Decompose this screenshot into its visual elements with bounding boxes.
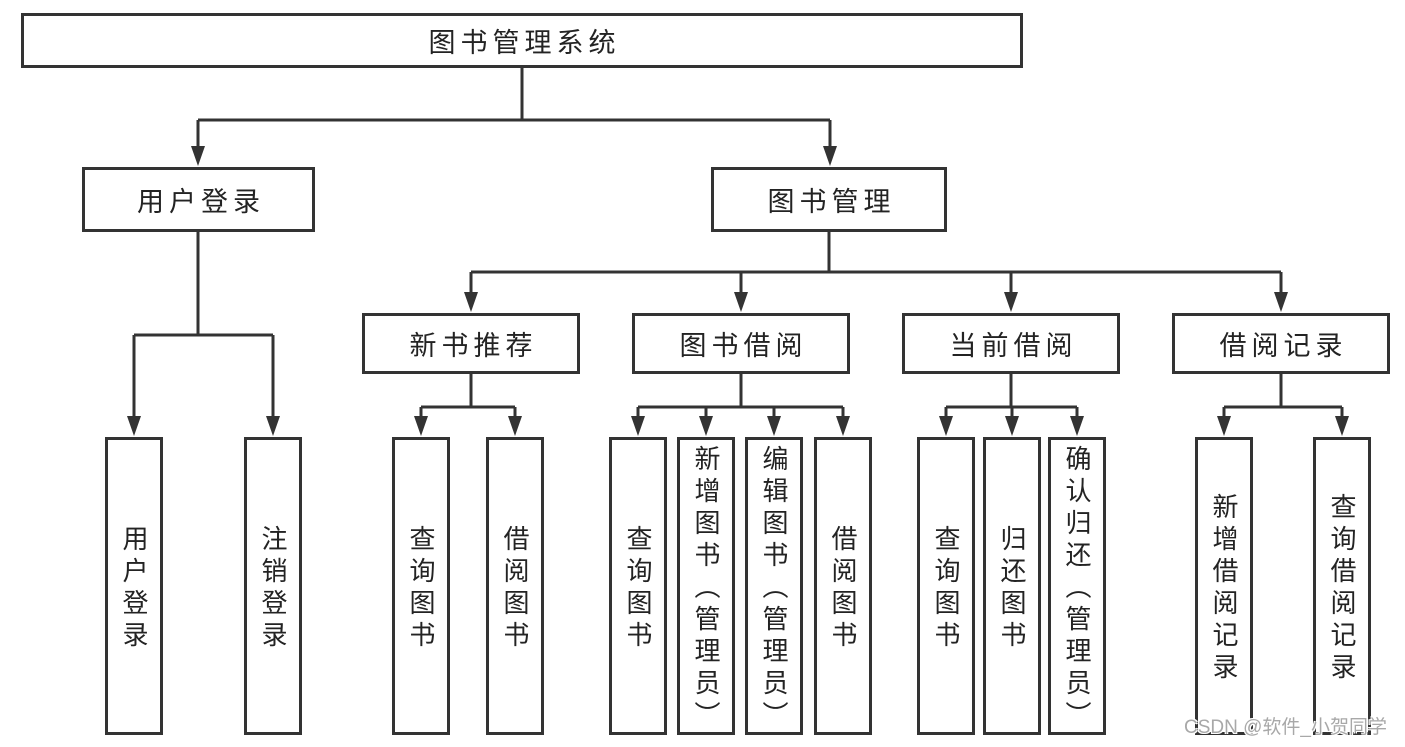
leaf-logout: 注销登录 — [244, 437, 302, 735]
node-book-borrowing: 图书借阅 — [632, 313, 850, 374]
leaf-logout-label: 注销登录 — [258, 525, 288, 653]
leaf-cb-confirm-return-admin-label: 确认归还（管理员） — [1062, 445, 1092, 733]
csdn-watermark: CSDN @软件_小贺同学 — [1184, 717, 1387, 738]
node-borrowing-records: 借阅记录 — [1172, 313, 1390, 374]
leaf-nbr-query-books-label: 查询图书 — [406, 525, 436, 653]
leaf-bb-borrow-books: 借阅图书 — [814, 437, 872, 735]
leaf-user-login-label: 用户登录 — [119, 525, 149, 653]
leaf-bb-edit-books-admin-label: 编辑图书（管理员） — [759, 445, 789, 733]
node-new-book-recommend: 新书推荐 — [362, 313, 580, 374]
leaf-cb-return-books: 归还图书 — [983, 437, 1041, 735]
leaf-br-query-record-label: 查询借阅记录 — [1327, 493, 1357, 685]
node-current-borrowing: 当前借阅 — [902, 313, 1120, 374]
leaf-bb-query-books-label: 查询图书 — [623, 525, 653, 653]
node-root: 图书管理系统 — [21, 13, 1023, 68]
leaf-cb-confirm-return-admin: 确认归还（管理员） — [1048, 437, 1106, 735]
connector-lines — [132, 68, 1344, 421]
leaf-cb-query-books: 查询图书 — [917, 437, 975, 735]
leaf-user-login: 用户登录 — [105, 437, 163, 735]
leaf-nbr-query-books: 查询图书 — [392, 437, 450, 735]
leaf-br-add-record-label: 新增借阅记录 — [1209, 493, 1239, 685]
leaf-bb-edit-books-admin: 编辑图书（管理员） — [745, 437, 803, 735]
leaf-bb-borrow-books-label: 借阅图书 — [828, 525, 858, 653]
leaf-cb-return-books-label: 归还图书 — [997, 525, 1027, 653]
leaf-br-query-record: 查询借阅记录 — [1313, 437, 1371, 735]
leaf-nbr-borrow-books: 借阅图书 — [486, 437, 544, 735]
leaf-bb-add-books-admin: 新增图书（管理员） — [677, 437, 735, 735]
leaf-bb-add-books-admin-label: 新增图书（管理员） — [691, 445, 721, 733]
leaf-nbr-borrow-books-label: 借阅图书 — [500, 525, 530, 653]
leaf-bb-query-books: 查询图书 — [609, 437, 667, 735]
leaf-cb-query-books-label: 查询图书 — [931, 525, 961, 653]
arrowheads — [127, 146, 1349, 436]
node-user-login: 用户登录 — [82, 167, 315, 232]
node-book-management: 图书管理 — [711, 167, 947, 232]
leaf-br-add-record: 新增借阅记录 — [1195, 437, 1253, 735]
